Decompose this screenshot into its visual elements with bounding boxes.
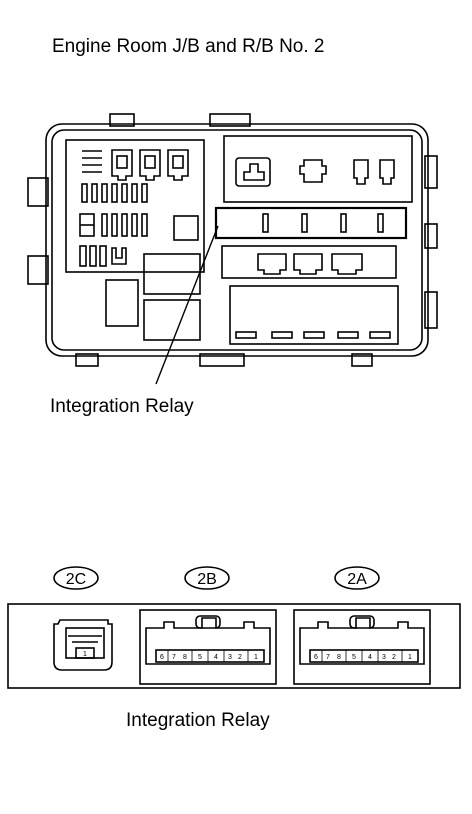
connector-2b-pin-label: 2 [238,654,242,661]
connector-row [221,245,397,279]
connector-2a-pin-label: 3 [382,654,386,661]
connector-2a-pin-label: 8 [337,654,341,661]
relay-block-middle [105,253,201,341]
callout-2c [53,566,99,590]
callout-2b [184,566,230,590]
connector-2a-pin-label: 1 [408,654,412,661]
connector-2b-pin-label: 1 [254,654,258,661]
callout-2a-text: 2A [347,571,367,588]
integration-relay-caption: Integration Relay [126,710,270,731]
connector-2b [139,609,277,685]
fuse-block-bottom-right [229,285,399,345]
connector-2c [53,619,113,671]
connector-2b-pin-label: 4 [214,654,218,661]
connector-2a-pin-label: 4 [368,654,372,661]
connector-2a-pin-label: 2 [392,654,396,661]
connector-2b-pin-label: 3 [228,654,232,661]
connector-panel [7,603,461,689]
connector-2a-pin-label: 5 [352,654,356,661]
connector-2a-pin-label: 6 [314,654,318,661]
callout-2a [334,566,380,590]
connector-2c-pin-label: 1 [83,651,87,658]
connector-2b-pin-label: 8 [183,654,187,661]
connector-2b-pin-label: 5 [198,654,202,661]
callout-leader-line [155,225,219,385]
connector-2a [293,609,431,685]
callout-2c-text: 2C [66,571,86,588]
pin-dividers [167,650,403,662]
diagram-title: Engine Room J/B and R/B No. 2 [52,36,325,57]
connector-2b-pin-label: 7 [172,654,176,661]
integration-relay-location [214,206,408,240]
connector-2b-pin-label: 6 [160,654,164,661]
relay-block-right [223,135,413,203]
connector-2a-pin-label: 7 [326,654,330,661]
callout-2b-text: 2B [197,571,217,588]
fuse-block-left [65,139,205,273]
junction-block-housing [27,113,438,367]
integration-relay-callout-label: Integration Relay [50,396,194,417]
